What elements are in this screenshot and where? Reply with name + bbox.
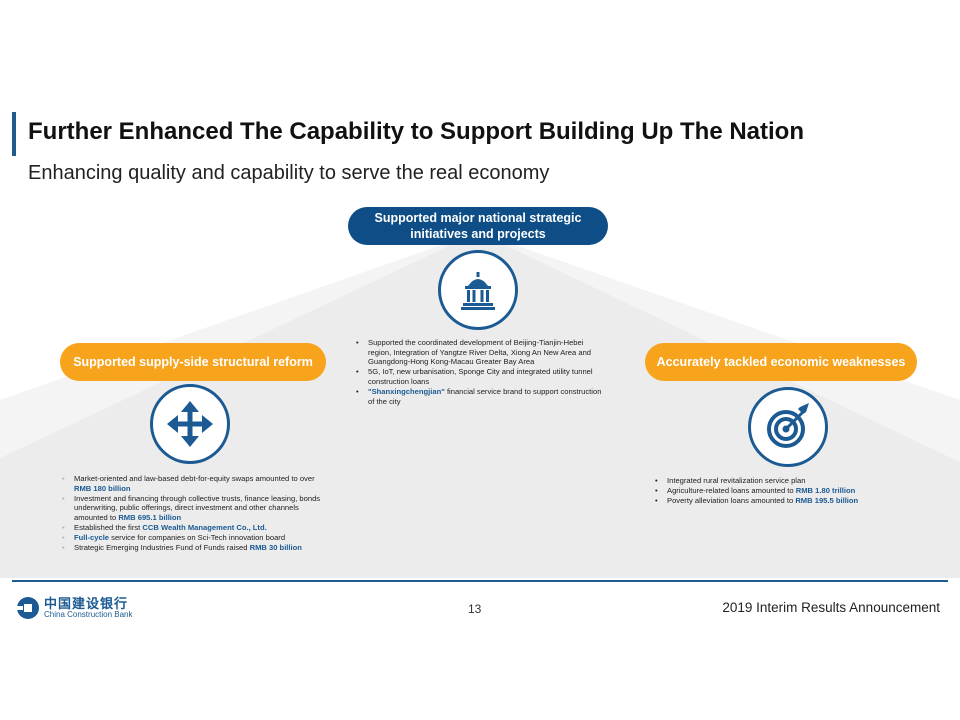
list-item: "Shanxingchengjian" financial service br…	[356, 387, 606, 406]
right-pill: Accurately tackled economic weaknesses	[645, 343, 917, 381]
right-bullet-list: Integrated rural revitalization service …	[655, 476, 915, 506]
center-icon-circle	[438, 250, 518, 330]
logo-chinese-name: 中国建设银行	[44, 595, 129, 611]
list-item: Strategic Emerging Industries Fund of Fu…	[62, 543, 322, 553]
list-item: Poverty alleviation loans amounted to RM…	[655, 496, 915, 506]
left-pill: Supported supply-side structural reform	[60, 343, 326, 381]
page-subtitle: Enhancing quality and capability to serv…	[28, 162, 550, 184]
right-icon-circle	[748, 387, 828, 467]
ccb-logo: 中国建设银行 China Construction Bank	[16, 596, 133, 620]
list-item: Supported the coordinated development of…	[356, 338, 606, 367]
left-bullet-list: Market-oriented and law-based debt-for-e…	[62, 474, 322, 553]
center-pill: Supported major national strategic initi…	[348, 207, 608, 245]
center-bullet-list: Supported the coordinated development of…	[356, 338, 606, 407]
left-icon-circle	[150, 384, 230, 464]
center-pill-line1: Supported major national strategic	[374, 211, 582, 225]
list-item: Market-oriented and law-based debt-for-e…	[62, 474, 322, 493]
title-accent-bar	[12, 112, 16, 156]
list-item: 5G, IoT, new urbanisation, Sponge City a…	[356, 367, 606, 386]
list-item: Integrated rural revitalization service …	[655, 476, 915, 486]
list-item: Established the first CCB Wealth Managem…	[62, 523, 322, 533]
list-item: Agriculture-related loans amounted to RM…	[655, 486, 915, 496]
logo-english-name: China Construction Bank	[44, 609, 133, 619]
government-building-icon	[461, 272, 495, 310]
footer-announcement: 2019 Interim Results Announcement	[722, 600, 940, 615]
page-number: 13	[468, 602, 482, 616]
center-pill-line2: initiatives and projects	[410, 227, 546, 241]
list-item: Full-cycle service for companies on Sci-…	[62, 533, 322, 543]
target-dart-icon	[767, 403, 809, 448]
ccb-logo-mark-icon	[16, 597, 39, 619]
four-way-arrows-icon	[167, 401, 213, 447]
list-item: Investment and financing through collect…	[62, 494, 322, 523]
footer-divider	[12, 580, 948, 582]
page-title: Further Enhanced The Capability to Suppo…	[28, 118, 804, 145]
